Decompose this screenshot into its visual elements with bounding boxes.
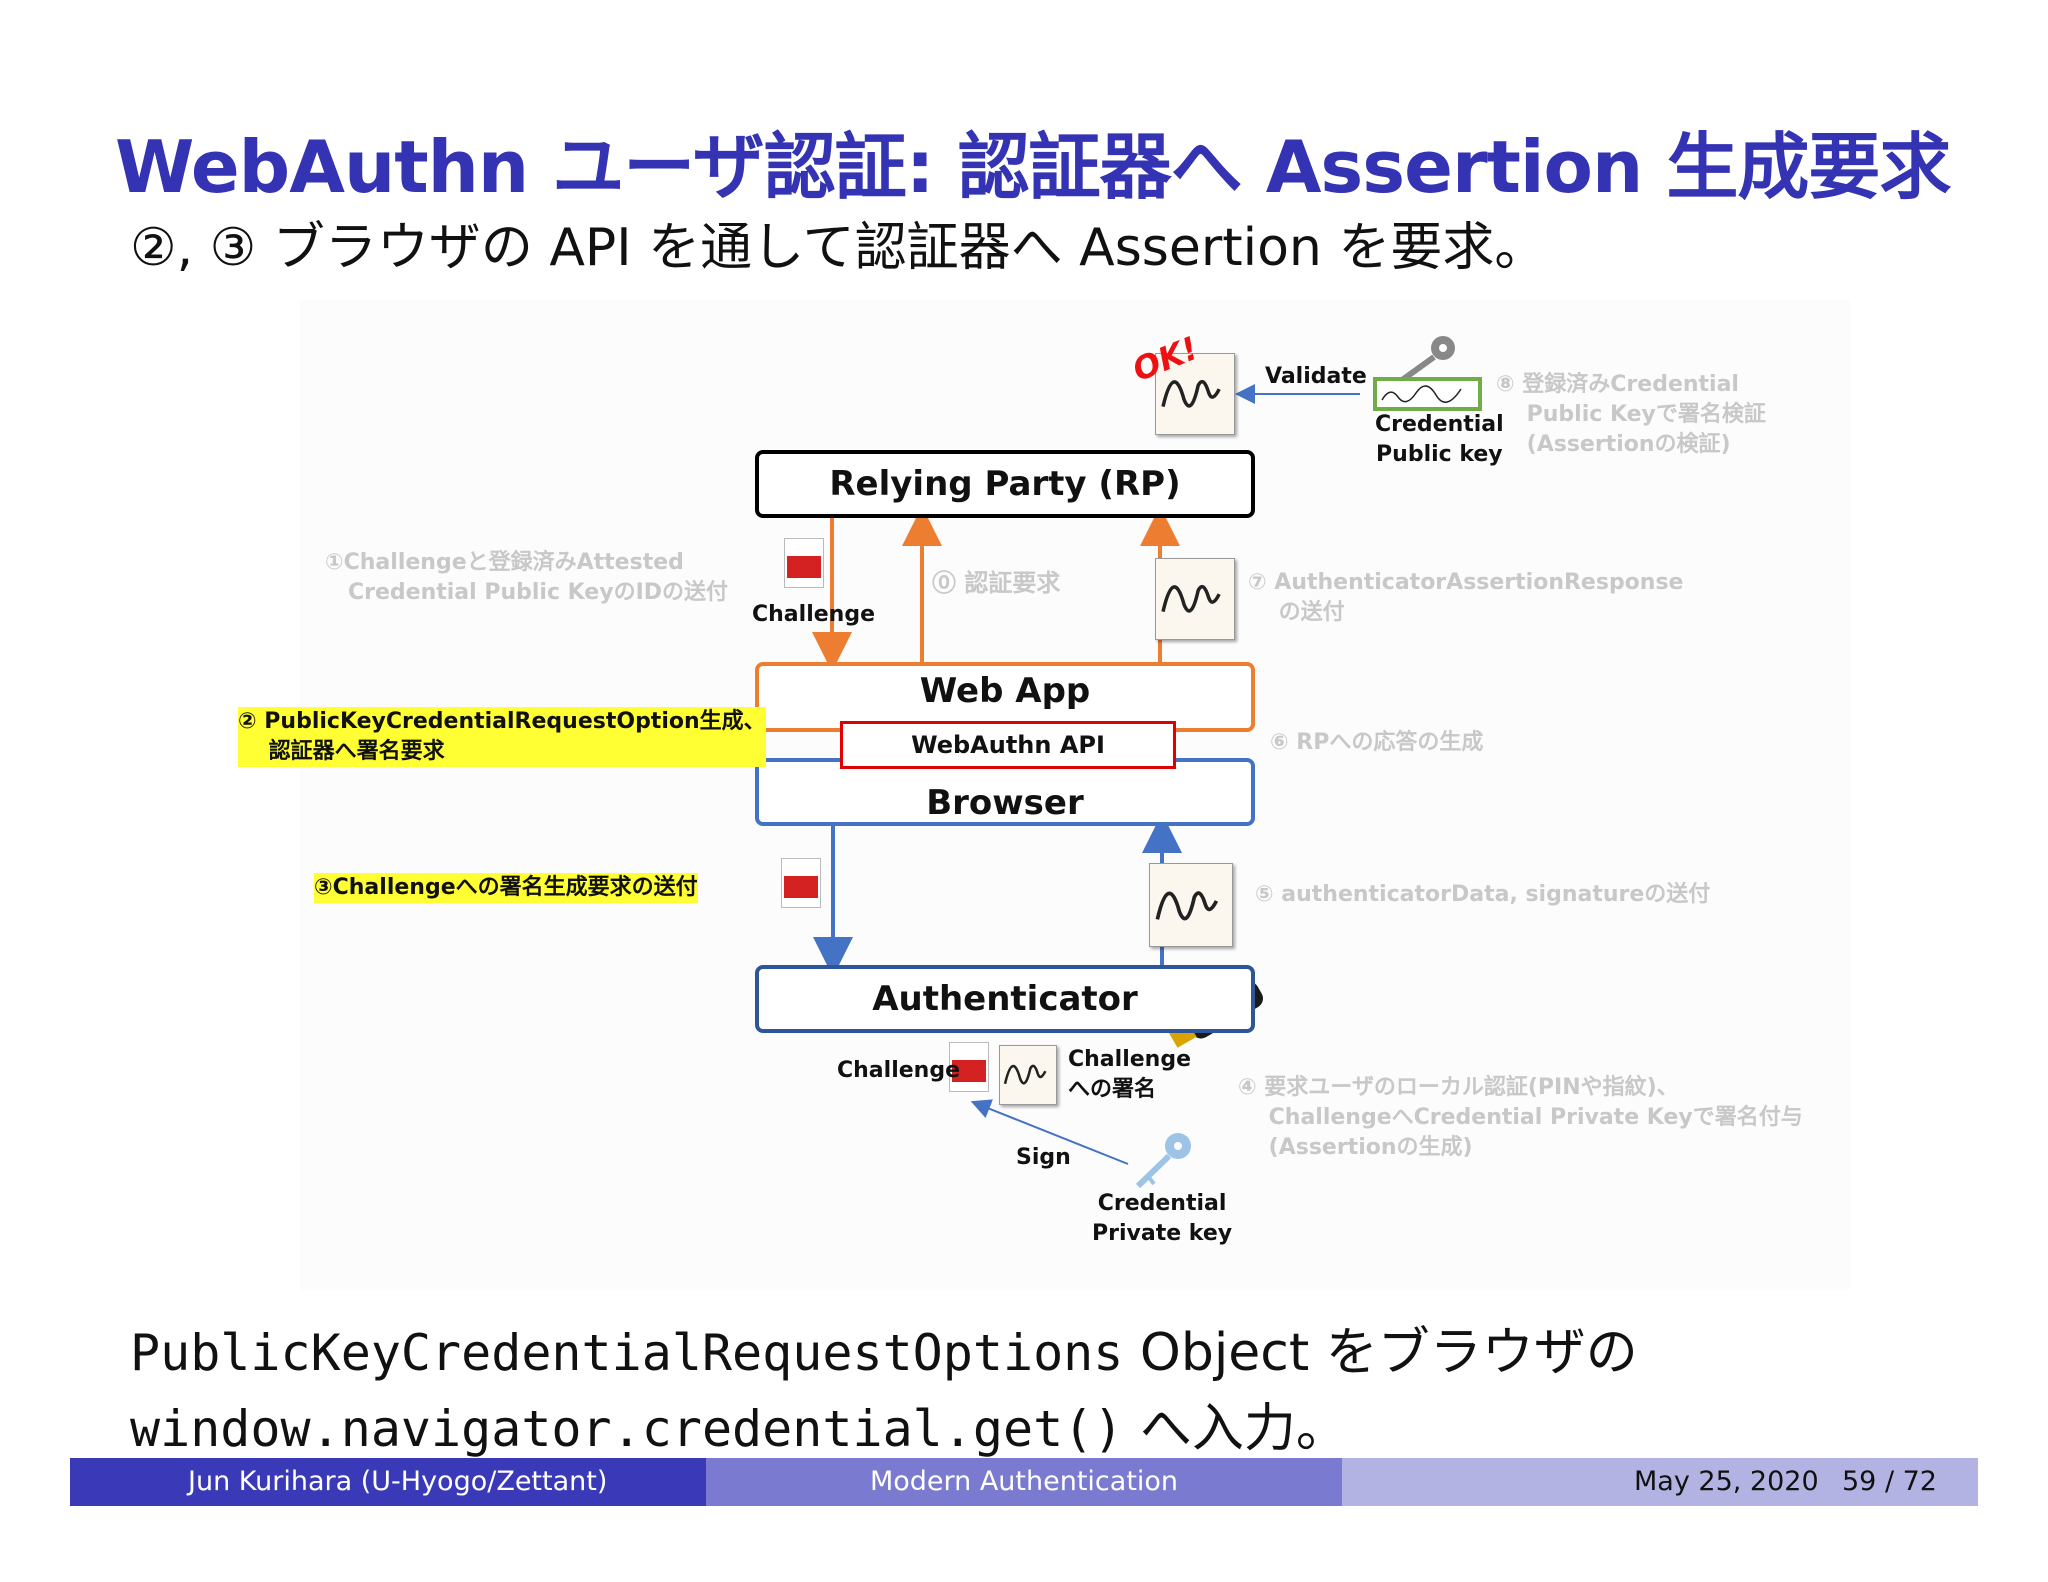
step-7-text: ⑦ AuthenticatorAssertionResponse の送付 xyxy=(1248,570,1684,625)
step-5-text: ⑤ authenticatorData, signatureの送付 xyxy=(1255,882,1711,907)
step-2-text: ② PublicKeyCredentialRequestOption生成、 認証… xyxy=(238,707,766,767)
bottom-line-2: window.navigator.credential.get() へ入力。 xyxy=(130,1386,1348,1461)
step-1-text: ①Challengeと登録済みAttested Credential Publi… xyxy=(325,550,729,605)
challenge-signature-label: Challenge への署名 xyxy=(1068,1047,1191,1102)
authenticator-label: Authenticator xyxy=(872,979,1138,1019)
step-6-text: ⑥ RPへの応答の生成 xyxy=(1270,730,1484,755)
challenge-document-icon xyxy=(784,538,824,588)
authenticator-box: Authenticator xyxy=(755,965,1255,1033)
credential-private-key-label: Credential Private key xyxy=(1092,1191,1233,1246)
slide-subtitle: ②, ③ ブラウザの API を通して認証器へ Assertion を要求。 xyxy=(130,218,1547,278)
sign-label: Sign xyxy=(1016,1145,1071,1170)
signed-assertion-icon xyxy=(1149,863,1233,947)
signed-assertion-icon xyxy=(1155,353,1235,435)
private-key-icon xyxy=(1135,1133,1191,1189)
challenge-document-icon xyxy=(781,858,821,908)
credential-public-key-label: Credential Public key xyxy=(1375,412,1504,467)
browser-label: Browser xyxy=(926,783,1084,823)
web-app-label: Web App xyxy=(919,671,1091,711)
step-8-text: ⑧ 登録済みCredential Public Keyで署名検証 (Assert… xyxy=(1496,372,1766,457)
relying-party-box: Relying Party (RP) xyxy=(755,450,1255,518)
credential-public-key-certificate xyxy=(1373,377,1482,411)
footer-page-number: 59 / 72 xyxy=(1842,1466,1937,1497)
challenge-document-icon xyxy=(949,1042,989,1092)
bottom-line-1: PublicKeyCredentialRequestOptions Object… xyxy=(130,1310,1638,1385)
step-3-text: ③Challengeへの署名生成要求の送付 xyxy=(314,873,698,903)
bottom-line-1-text: Object をブラウザの xyxy=(1123,1323,1638,1383)
signed-challenge-icon xyxy=(999,1045,1057,1105)
footer-author-section: Jun Kurihara (U-Hyogo/Zettant) xyxy=(70,1458,706,1506)
slide-title: WebAuthn ユーザ認証: 認証器へ Assertion 生成要求 xyxy=(115,125,1951,209)
arrow-sign xyxy=(970,1099,1129,1165)
step-4-text: ④ 要求ユーザのローカル認証(PINや指紋)、 ChallengeへCreden… xyxy=(1238,1075,1803,1160)
step-0-text: ⓪ 認証要求 xyxy=(932,569,1061,597)
request-options-code: PublicKeyCredentialRequestOptions xyxy=(130,1324,1124,1382)
footer-date-section: May 25, 2020 59 / 72 xyxy=(1342,1458,1978,1506)
footer-date: May 25, 2020 xyxy=(1634,1466,1819,1497)
challenge-label: Challenge xyxy=(752,602,875,627)
footer-talk-title: Modern Authentication xyxy=(869,1466,1179,1497)
webauthn-api-label: WebAuthn API xyxy=(911,731,1105,759)
slide-footer: Jun Kurihara (U-Hyogo/Zettant) Modern Au… xyxy=(70,1458,1978,1506)
footer-author: Jun Kurihara (U-Hyogo/Zettant) xyxy=(188,1466,608,1497)
validate-label: Validate xyxy=(1265,364,1367,389)
signed-assertion-icon xyxy=(1155,558,1235,640)
footer-title-section: Modern Authentication xyxy=(706,1458,1342,1506)
webauthn-api-box: WebAuthn API xyxy=(840,721,1176,769)
bottom-line-2-text: へ入力。 xyxy=(1123,1399,1348,1459)
challenge-label: Challenge xyxy=(837,1058,960,1083)
relying-party-label: Relying Party (RP) xyxy=(829,464,1181,504)
credential-get-code: window.navigator.credential.get() xyxy=(130,1400,1124,1458)
webauthn-flow-diagram: Relying Party (RP) Web App Browser WebAu… xyxy=(238,300,1850,1290)
